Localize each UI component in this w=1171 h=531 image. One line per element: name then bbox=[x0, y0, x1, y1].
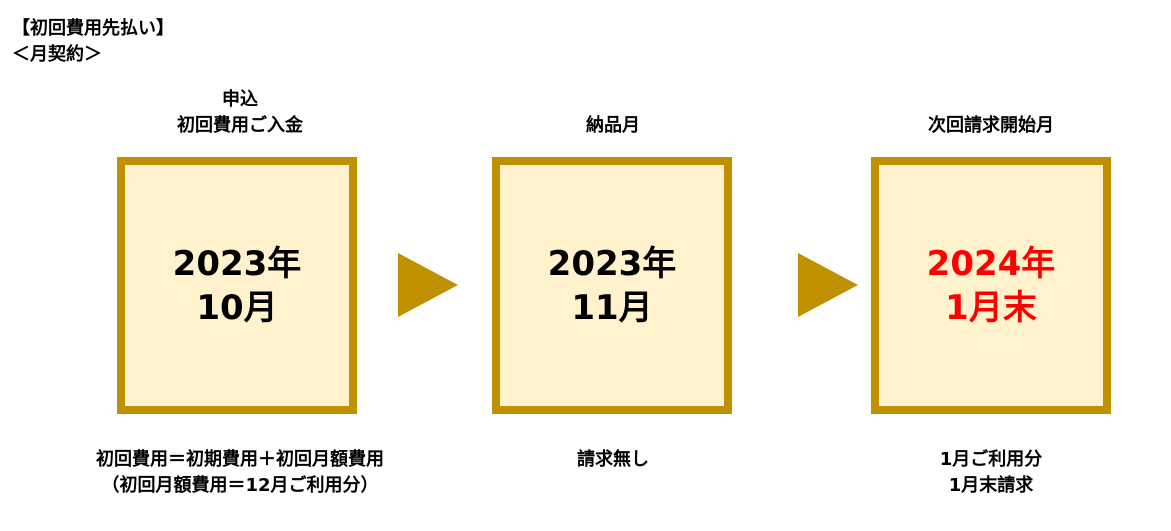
step1-bottom-label: 初回費用＝初期費用＋初回月額費用 （初回月額費用＝12月ご利用分） bbox=[20, 447, 460, 499]
step2-month: 11月 bbox=[571, 287, 653, 328]
step2-bottom-line1: 請求無し bbox=[577, 449, 649, 470]
step3-top-label-line1: 次回請求開始月 bbox=[928, 115, 1054, 136]
step3-month: 1月末 bbox=[945, 287, 1037, 328]
step2-year: 2023年 bbox=[547, 243, 677, 284]
step1-bottom-line1: 初回費用＝初期費用＋初回月額費用 bbox=[96, 449, 384, 470]
step3-year: 2024年 bbox=[926, 243, 1056, 284]
step3-box: 2024年 1月末 bbox=[871, 157, 1111, 414]
arrow-right-icon bbox=[398, 253, 458, 317]
step2-top-label-line1: 納品月 bbox=[586, 115, 640, 136]
step1-top-label-line2: 初回費用ご入金 bbox=[177, 115, 303, 136]
step3-bottom-label: 1月ご利用分 1月末請求 bbox=[841, 447, 1141, 499]
step3-bottom-line2: 1月末請求 bbox=[948, 475, 1034, 496]
step1-month: 10月 bbox=[196, 287, 278, 328]
step3-bottom-line1: 1月ご利用分 bbox=[939, 449, 1043, 470]
arrow-right-icon bbox=[798, 253, 858, 317]
step2-box: 2023年 11月 bbox=[492, 157, 732, 414]
diagram-title: 【初回費用先払い】 bbox=[12, 18, 174, 39]
step1-top-label: 申込 初回費用ご入金 bbox=[90, 87, 390, 139]
step1-top-label-line1: 申込 bbox=[222, 89, 258, 110]
step3-top-label: 次回請求開始月 bbox=[841, 113, 1141, 139]
step1-bottom-line2: （初回月額費用＝12月ご利用分） bbox=[101, 475, 379, 496]
step1-box: 2023年 10月 bbox=[117, 157, 357, 414]
step2-bottom-label: 請求無し bbox=[463, 447, 763, 473]
step2-top-label: 納品月 bbox=[463, 113, 763, 139]
step1-year: 2023年 bbox=[172, 243, 302, 284]
diagram-subtitle: ＜月契約＞ bbox=[12, 44, 102, 65]
